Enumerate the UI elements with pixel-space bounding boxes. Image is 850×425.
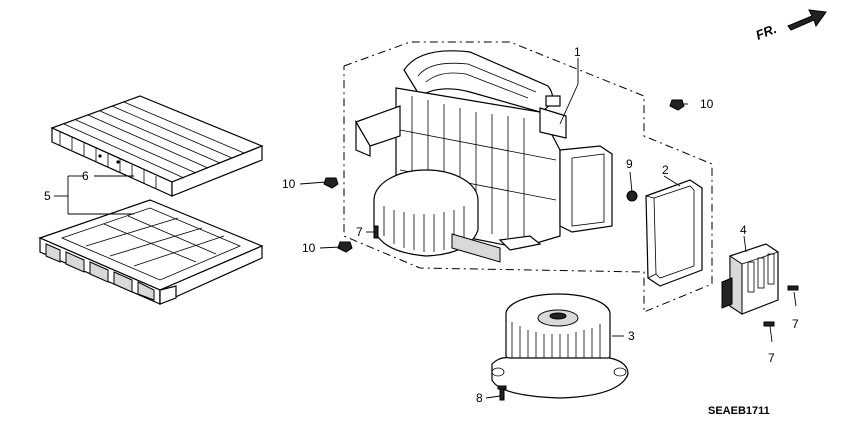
- callout-10-middle: 10: [282, 177, 296, 191]
- callout-7-transistor-upper: 7: [792, 317, 799, 331]
- callout-7-housing: 7: [356, 225, 363, 239]
- callout-4: 4: [740, 223, 747, 237]
- callout-3: 3: [628, 329, 635, 343]
- air-filter-frame: [38, 199, 264, 305]
- clip-10-middle: [323, 177, 339, 189]
- clip-10-upper: [669, 99, 685, 111]
- callout-8: 8: [476, 391, 483, 405]
- callout-2: 2: [662, 163, 669, 177]
- screw-7-transistor-lower: [763, 321, 775, 327]
- air-filter-element: [50, 95, 264, 197]
- direction-label: FR.: [754, 21, 779, 43]
- screw-7-transistor-upper: [787, 285, 799, 291]
- blower-housing: [355, 50, 613, 263]
- diagram-code: SEAEB1711: [708, 405, 770, 417]
- callout-7-transistor-lower: 7: [768, 351, 775, 365]
- heater-unit-assembly-outline: [343, 41, 713, 313]
- callout-1: 1: [574, 45, 581, 59]
- arrow-icon: [787, 9, 827, 31]
- screw-8: [497, 385, 507, 401]
- leader-lines: [54, 58, 797, 399]
- callout-9: 9: [626, 157, 633, 171]
- callout-10-upper: 10: [700, 97, 714, 111]
- callout-10-lower: 10: [302, 241, 316, 255]
- clip-10-lower: [337, 241, 353, 253]
- callout-6: 6: [82, 169, 89, 183]
- blower-motor: [491, 293, 629, 399]
- seal-gasket: [645, 179, 703, 287]
- callout-5: 5: [44, 189, 51, 203]
- front-direction-indicator: FR.: [754, 9, 827, 43]
- power-transistor: [721, 243, 779, 315]
- screw-9: [626, 190, 638, 202]
